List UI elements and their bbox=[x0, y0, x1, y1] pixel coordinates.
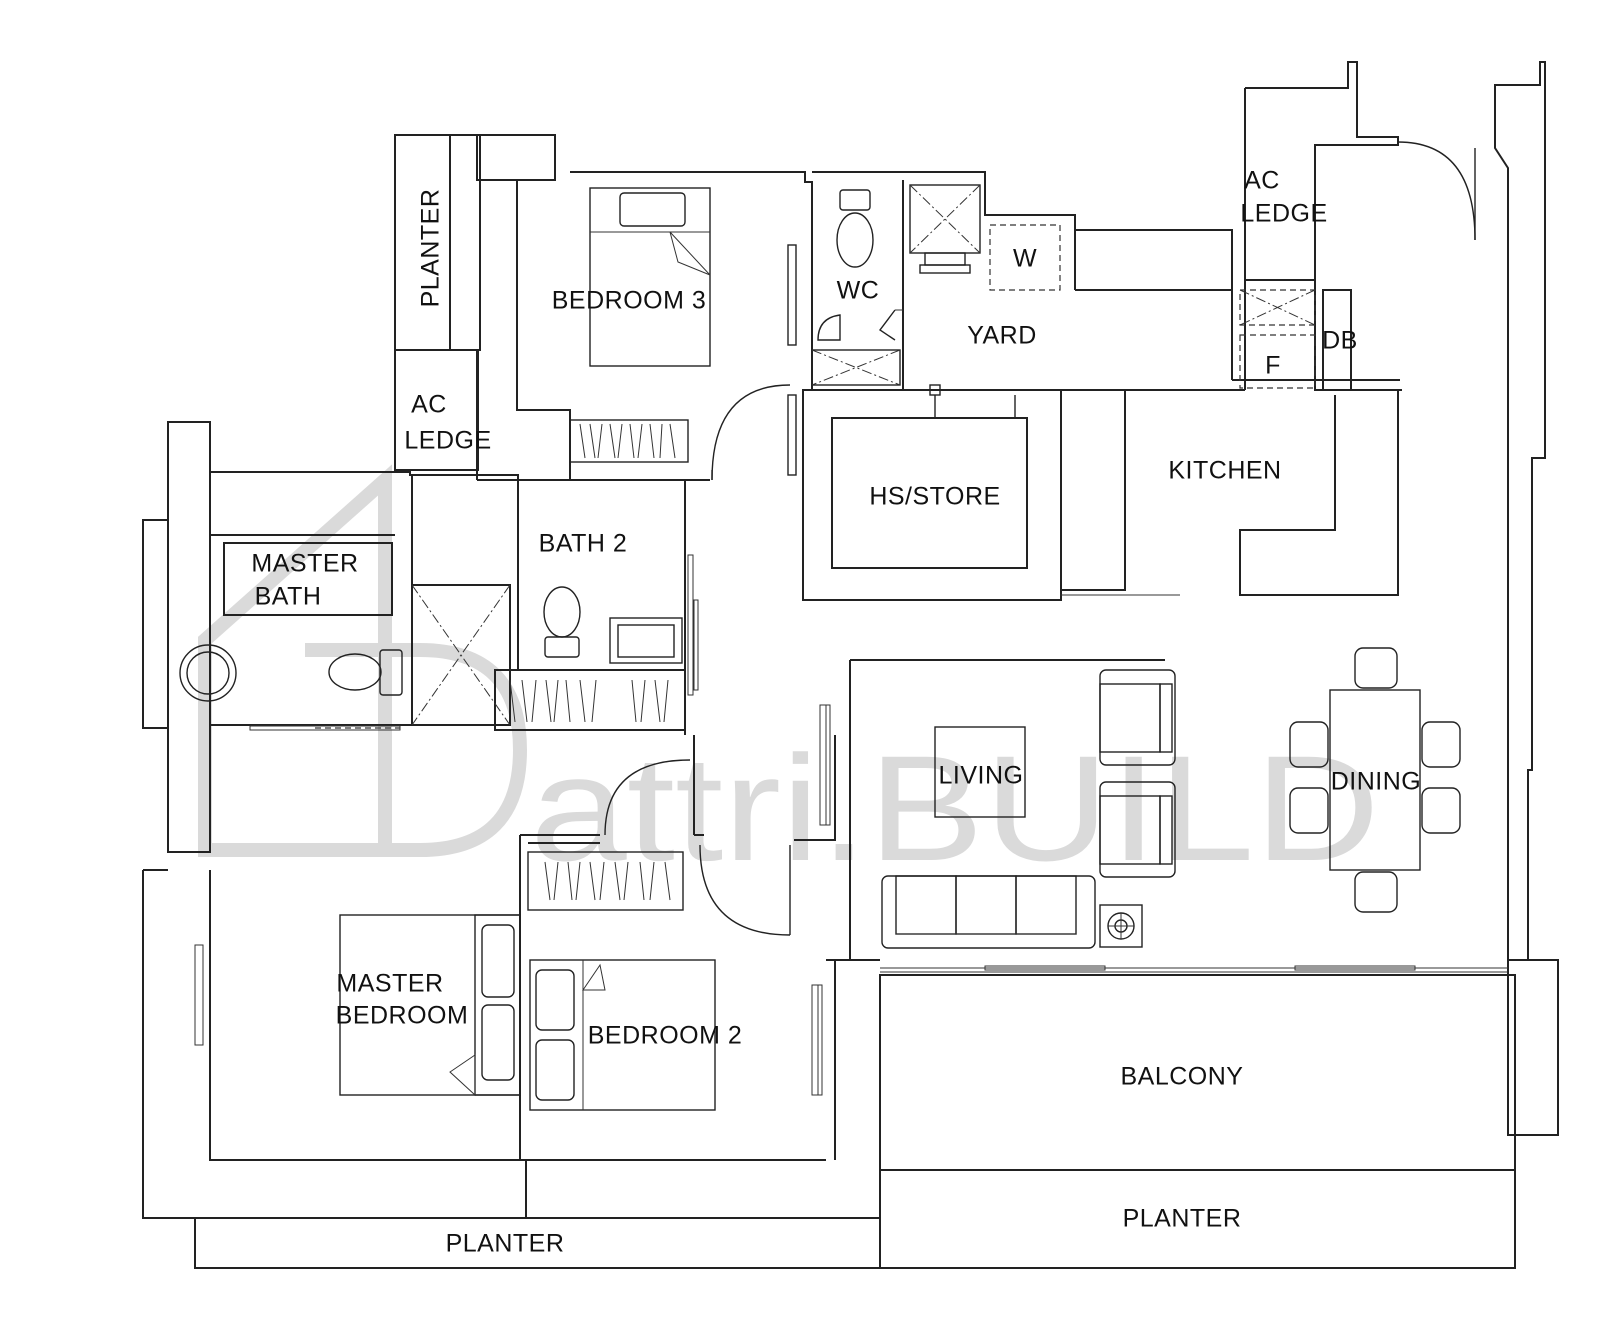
living-label: LIVING bbox=[939, 762, 1024, 790]
wardrobe-bedroom2-icon bbox=[527, 851, 684, 911]
dining-label: DINING bbox=[1331, 768, 1422, 796]
bedroom3-bed-icon bbox=[589, 187, 711, 367]
yard-label: YARD bbox=[967, 322, 1037, 350]
wc-sink-icon bbox=[817, 314, 841, 341]
ac-ledge-left-label-2: LEDGE bbox=[404, 427, 491, 455]
sofa-icon bbox=[881, 875, 1096, 949]
bedroom2-label: BEDROOM 2 bbox=[588, 1022, 743, 1050]
doors bbox=[194, 141, 1508, 1096]
db-label: DB bbox=[1322, 327, 1358, 355]
bath2-basin-icon bbox=[609, 617, 683, 664]
kitchen-label: KITCHEN bbox=[1168, 457, 1281, 485]
washer-label: W bbox=[1013, 245, 1037, 273]
ac-ledge-right-label-2: LEDGE bbox=[1240, 200, 1327, 228]
master-bath-label-1: MASTER bbox=[251, 550, 358, 578]
master-bath-label-2: BATH bbox=[255, 583, 322, 611]
master-toilet-icon bbox=[379, 649, 403, 696]
wc-label: WC bbox=[837, 277, 880, 305]
room-labels: PLANTER BEDROOM 3 WC W YARD AC LEDGE DB … bbox=[251, 167, 1422, 1258]
watermark: attri.BUILD bbox=[198, 464, 1380, 892]
watermark-text: attri.BUILD bbox=[530, 724, 1380, 892]
outer-walls bbox=[142, 61, 1559, 1269]
fixtures bbox=[179, 184, 1461, 1111]
master-bedroom-label-1: MASTER bbox=[336, 970, 443, 998]
planter-bottom-left-label: PLANTER bbox=[446, 1230, 565, 1258]
wardrobe-icon bbox=[569, 419, 689, 463]
fridge-label: F bbox=[1265, 352, 1281, 380]
bedroom2-bed-icon bbox=[529, 959, 716, 1111]
ac-ledge-right-label-1: AC bbox=[1244, 167, 1280, 195]
interior-walls bbox=[210, 171, 1400, 1160]
wc-toilet-icon bbox=[839, 189, 871, 211]
dining-table-icon bbox=[1329, 689, 1421, 871]
floor-lamp-icon bbox=[1099, 904, 1143, 948]
ac-ledge-left-label-1: AC bbox=[411, 391, 447, 419]
balcony-label: BALCONY bbox=[1121, 1063, 1244, 1091]
washer-box bbox=[989, 224, 1061, 291]
shower-icon bbox=[811, 349, 901, 386]
hs-store-label: HS/STORE bbox=[869, 483, 1000, 511]
living-coffee-table bbox=[934, 726, 1026, 818]
planter-bottom-right-label: PLANTER bbox=[1123, 1205, 1242, 1233]
dining-chair-icon bbox=[1289, 647, 1461, 913]
fridge-box bbox=[1239, 334, 1316, 389]
watermark-d-icon bbox=[305, 643, 528, 857]
armchair-icon bbox=[1099, 669, 1176, 766]
pillow-icon bbox=[619, 192, 686, 227]
armchair-icon-2 bbox=[1099, 781, 1176, 878]
master-bedroom-label-2: BEDROOM bbox=[336, 1002, 469, 1030]
planter-top-label: PLANTER bbox=[417, 189, 445, 308]
bedroom3-label: BEDROOM 3 bbox=[552, 287, 707, 315]
bath2-toilet-icon bbox=[543, 586, 581, 638]
master-basin-icon bbox=[179, 644, 237, 702]
bath2-label: BATH 2 bbox=[539, 530, 628, 558]
